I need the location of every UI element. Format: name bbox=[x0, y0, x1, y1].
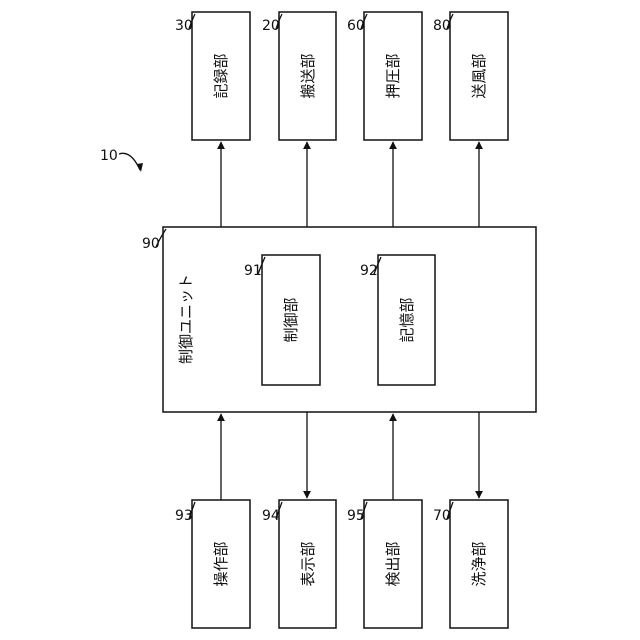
figure-ref-arrowhead bbox=[137, 163, 143, 172]
figure-reference: 10 bbox=[100, 148, 143, 172]
output-block-press-label: 押圧部 bbox=[384, 53, 402, 98]
inner-block-control-label: 制御部 bbox=[282, 297, 300, 342]
output-block-transport: 20 搬送部 bbox=[262, 12, 336, 227]
bottom-block-operation: 93 操作部 bbox=[175, 414, 250, 628]
figure-ref-leader bbox=[119, 153, 140, 170]
control-unit-label: 制御ユニット bbox=[177, 274, 195, 364]
output-block-press: 60 押圧部 bbox=[347, 12, 422, 227]
figure-ref-number: 10 bbox=[100, 148, 118, 164]
bottom-block-cleaning: 70 洗浄部 bbox=[433, 412, 508, 628]
inner-block-storage-label: 記憶部 bbox=[398, 297, 416, 342]
output-block-recording: 30 記録部 bbox=[175, 12, 250, 227]
control-unit-box bbox=[163, 227, 536, 412]
output-block-transport-label: 搬送部 bbox=[299, 53, 317, 98]
output-block-blower: 80 送風部 bbox=[433, 12, 508, 227]
bottom-block-cleaning-label: 洗浄部 bbox=[470, 541, 488, 586]
control-unit: 90 制御ユニット bbox=[142, 227, 536, 412]
bottom-block-detection-label: 検出部 bbox=[384, 541, 402, 586]
output-block-blower-label: 送風部 bbox=[470, 53, 488, 98]
bottom-block-operation-label: 操作部 bbox=[212, 541, 230, 586]
bottom-block-display-label: 表示部 bbox=[299, 541, 317, 586]
bottom-block-display: 94 表示部 bbox=[262, 412, 336, 628]
bottom-block-detection: 95 検出部 bbox=[347, 414, 422, 628]
output-block-recording-label: 記録部 bbox=[212, 53, 230, 98]
